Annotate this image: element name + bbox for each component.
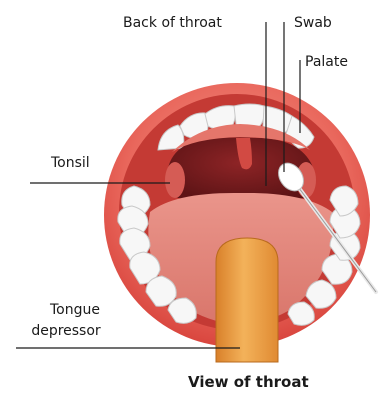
- label-palate: Palate: [305, 54, 348, 70]
- label-swab: Swab: [294, 15, 332, 31]
- tongue-depressor: [216, 238, 278, 362]
- tonsil-left: [165, 162, 185, 198]
- label-tonsil: Tonsil: [51, 155, 90, 171]
- diagram-caption: View of throat: [188, 374, 309, 390]
- label-tongue-depressor-line1: Tongue: [31, 302, 119, 318]
- label-tongue-depressor-line2: depressor: [12, 323, 120, 339]
- label-back-of-throat: Back of throat: [123, 15, 222, 31]
